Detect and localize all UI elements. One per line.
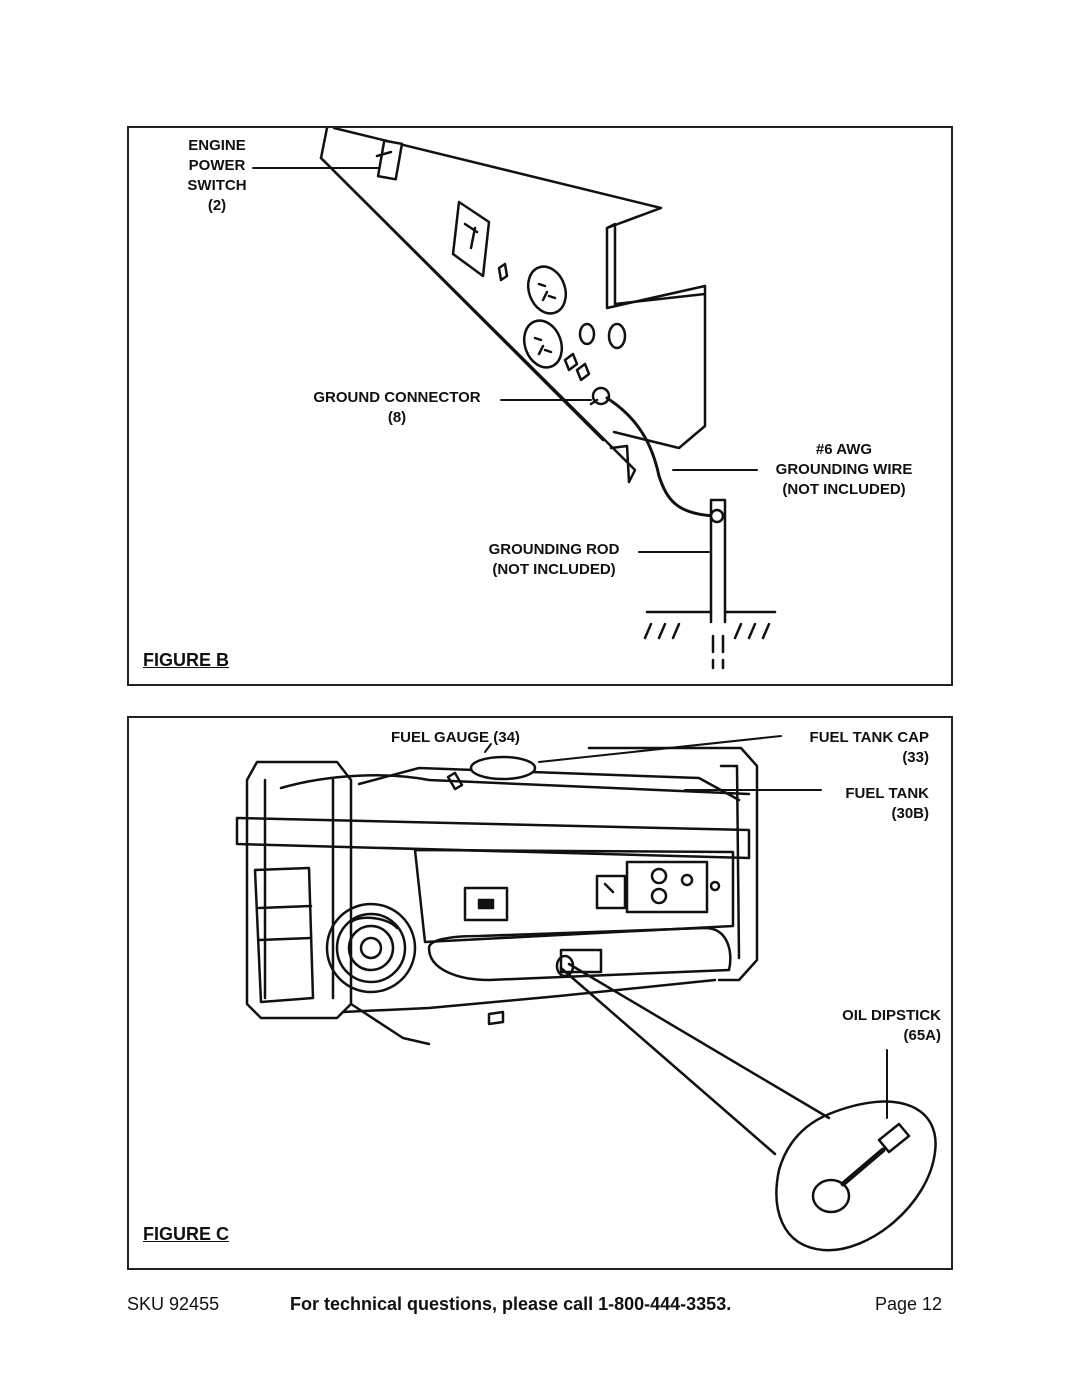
grounding-wire-label: #6 AWG GROUNDING WIRE (NOT INCLUDED) (775, 441, 913, 498)
oil-dipstick-magnified (775, 1100, 937, 1252)
control-panel-drawing (319, 128, 707, 484)
fuel-gauge-label: FUEL GAUGE (34) (391, 729, 520, 746)
figure-c-title: FIGURE C (143, 1224, 230, 1244)
figure-c-panel: FUEL GAUGE (34) FUEL TANK CAP (33) FUEL … (127, 716, 953, 1270)
figure-b-illustration (252, 128, 777, 670)
engine-power-switch-label: ENGINE POWER SWITCH (2) (187, 137, 247, 214)
grounding-wire-drawing (605, 396, 717, 518)
dipstick-callout-lines (559, 962, 831, 1156)
footer-page-number: Page 12 (875, 1294, 943, 1314)
oil-dipstick-label: OIL DIPSTICK (65A) (842, 1007, 941, 1044)
ground-connector-label: GROUND CONNECTOR (8) (313, 389, 481, 426)
figure-c-illustration (235, 735, 937, 1252)
figure-b-leader-lines (252, 167, 758, 553)
sku-number: 92455 (169, 1294, 220, 1314)
figure-b-title: FIGURE B (143, 650, 230, 670)
generator-drawing (235, 746, 759, 1046)
fuel-tank-label: FUEL TANK (30B) (845, 785, 929, 822)
footer-help-text: For technical questions, please call 1-8… (290, 1294, 731, 1315)
help-text: For technical questions, please call 1-8… (290, 1294, 732, 1314)
figure-b-panel: ENGINE POWER SWITCH (2) GROUND CONNECTOR… (127, 126, 953, 686)
grounding-rod-drawing (643, 498, 777, 670)
footer-sku: SKU 92455 (127, 1294, 219, 1315)
figure-c-leader-lines (484, 735, 888, 1119)
sku-label: SKU (127, 1294, 165, 1314)
fuel-tank-cap-label: FUEL TANK CAP (33) (809, 729, 929, 766)
grounding-rod-label: GROUNDING ROD (NOT INCLUDED) (488, 541, 620, 578)
